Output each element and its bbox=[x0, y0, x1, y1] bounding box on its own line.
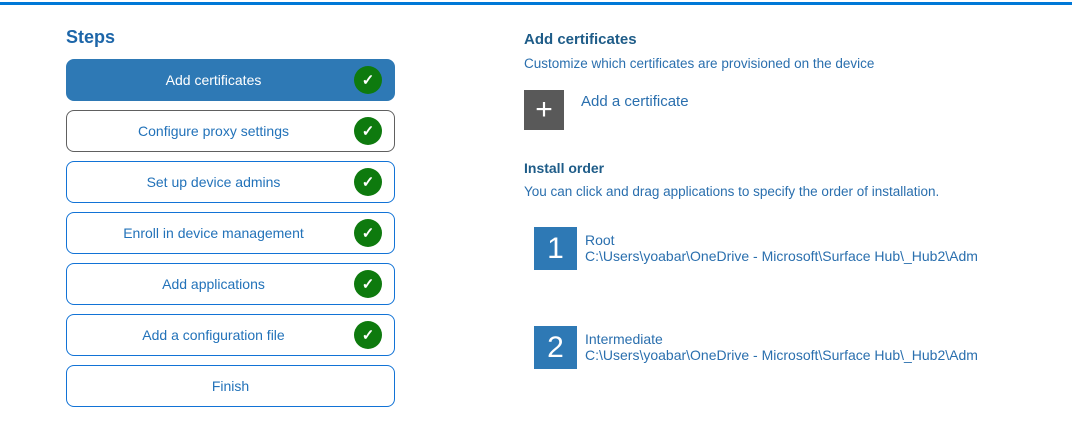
panel-title: Add certificates bbox=[524, 31, 637, 48]
install-order-title: Install order bbox=[524, 160, 605, 176]
certificate-path: C:\Users\yoabar\OneDrive - Microsoft\Sur… bbox=[585, 347, 978, 363]
install-order-subtitle: You can click and drag applications to s… bbox=[524, 184, 940, 199]
accent-top-line bbox=[0, 2, 1072, 5]
step-set-up-device-admins[interactable]: Set up device admins ✓ bbox=[66, 161, 395, 203]
steps-sidebar: Steps Add certificates ✓ Configure proxy… bbox=[66, 27, 395, 416]
order-number-badge: 1 bbox=[534, 227, 577, 270]
step-label: Enroll in device management bbox=[123, 225, 304, 241]
add-certificate-label: Add a certificate bbox=[581, 93, 689, 110]
step-add-certificates[interactable]: Add certificates ✓ bbox=[66, 59, 395, 101]
certificate-text: Root C:\Users\yoabar\OneDrive - Microsof… bbox=[585, 232, 978, 264]
certificate-item-root[interactable]: 1 Root C:\Users\yoabar\OneDrive - Micros… bbox=[534, 227, 1072, 270]
step-label: Finish bbox=[211, 378, 250, 394]
certificate-name: Intermediate bbox=[585, 331, 663, 347]
check-icon: ✓ bbox=[354, 321, 382, 349]
step-add-a-configuration-file[interactable]: Add a configuration file ✓ bbox=[66, 314, 395, 356]
order-number-badge: 2 bbox=[534, 326, 577, 369]
add-certificates-panel: Add certificates Customize which certifi… bbox=[524, 30, 1072, 369]
panel-subtitle: Customize which certificates are provisi… bbox=[524, 56, 875, 71]
plus-icon: + bbox=[524, 90, 564, 130]
step-add-applications[interactable]: Add applications ✓ bbox=[66, 263, 395, 305]
check-icon: ✓ bbox=[354, 66, 382, 94]
add-certificate-button[interactable]: + Add a certificate bbox=[524, 90, 1072, 130]
check-icon: ✓ bbox=[354, 117, 382, 145]
step-label: Add applications bbox=[162, 276, 265, 292]
step-label: Add a configuration file bbox=[142, 327, 285, 343]
step-enroll-in-device-management[interactable]: Enroll in device management ✓ bbox=[66, 212, 395, 254]
check-icon: ✓ bbox=[354, 270, 382, 298]
step-label: Configure proxy settings bbox=[138, 123, 289, 139]
certificate-path: C:\Users\yoabar\OneDrive - Microsoft\Sur… bbox=[585, 248, 978, 264]
steps-title: Steps bbox=[66, 27, 116, 47]
certificate-text: Intermediate C:\Users\yoabar\OneDrive - … bbox=[585, 331, 978, 363]
step-label: Add certificates bbox=[165, 72, 262, 88]
check-icon: ✓ bbox=[354, 168, 382, 196]
check-icon: ✓ bbox=[354, 219, 382, 247]
step-configure-proxy-settings[interactable]: Configure proxy settings ✓ bbox=[66, 110, 395, 152]
certificate-item-intermediate[interactable]: 2 Intermediate C:\Users\yoabar\OneDrive … bbox=[534, 326, 1072, 369]
certificate-name: Root bbox=[585, 232, 615, 248]
step-label: Set up device admins bbox=[146, 174, 281, 190]
step-finish[interactable]: Finish bbox=[66, 365, 395, 407]
